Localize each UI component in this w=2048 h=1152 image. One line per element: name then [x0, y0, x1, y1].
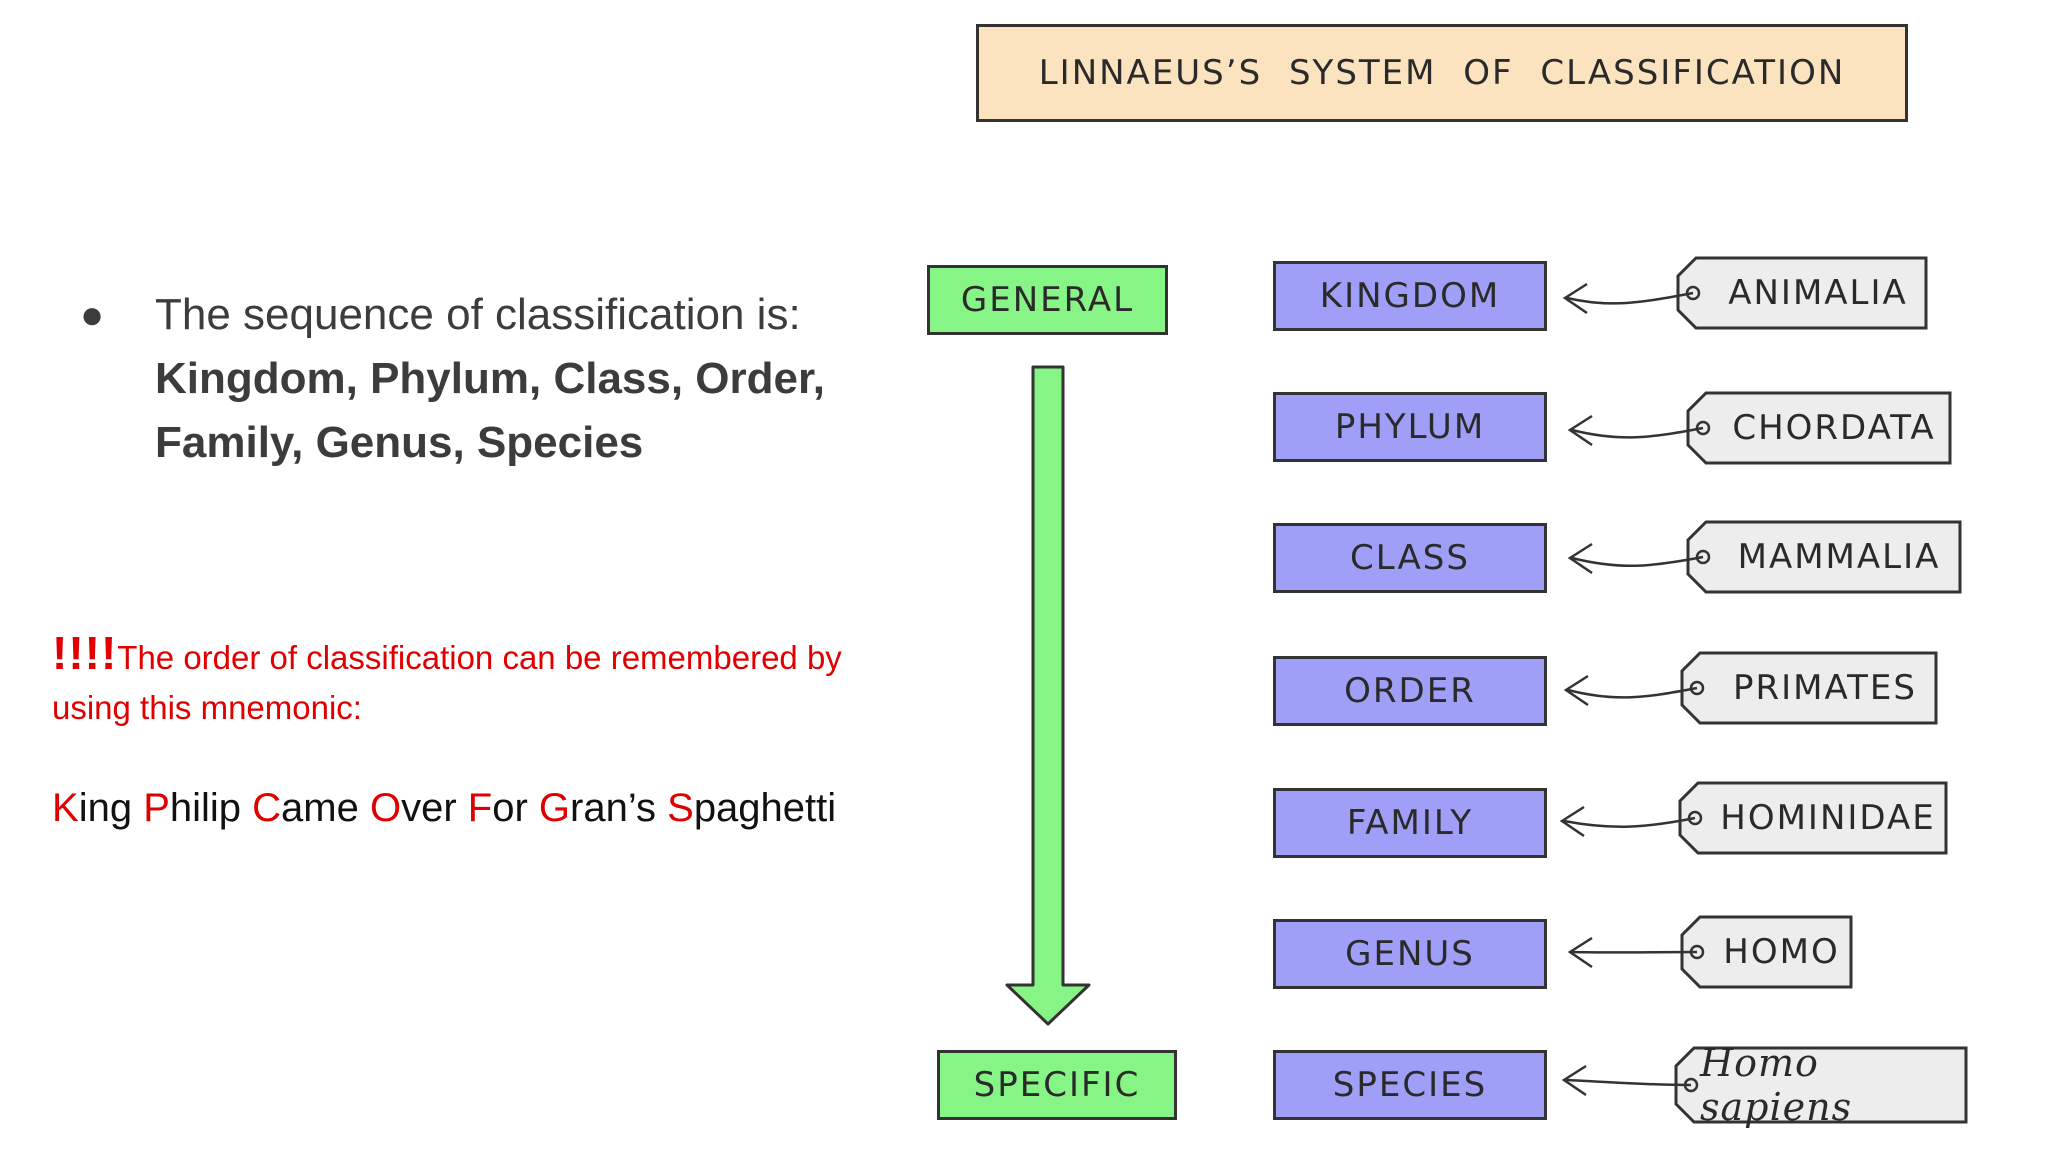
sequence-intro: The sequence of classification is:	[155, 290, 801, 339]
bullet-dot-icon: ●	[80, 293, 105, 337]
mnemonic-initial: C	[252, 786, 282, 830]
general-label: GENERAL	[927, 265, 1168, 335]
mnemonic-rest: hilip	[169, 786, 253, 830]
mnemonic-sentence: King Philip Came Over For Gran’s Spaghet…	[52, 782, 952, 834]
mnemonic-initial: K	[52, 786, 79, 830]
mnemonic-rest: ame	[281, 786, 370, 830]
tag-label-homo: HOMO	[1723, 932, 1840, 972]
tag-label-homo-sapiens: Homo sapiens	[1700, 1041, 1853, 1129]
rank-phylum: PHYLUM	[1273, 392, 1547, 462]
tag-label-hominidae: HOMINIDAE	[1720, 798, 1936, 838]
mnemonic-word: Gran’s	[539, 786, 667, 830]
specific-label: SPECIFIC	[937, 1050, 1177, 1120]
mnemonic-rest: ing	[78, 786, 144, 830]
tag-label-animalia: ANIMALIA	[1728, 273, 1908, 313]
tag-homo-sapiens	[1561, 1046, 1968, 1124]
mnemonic-word: Philip	[143, 786, 252, 830]
tag-homo	[1567, 915, 1853, 989]
tag-label-mammalia: MAMMALIA	[1737, 537, 1941, 577]
mnemonic-initial: F	[467, 786, 493, 830]
rank-genus: GENUS	[1273, 919, 1547, 989]
tag-mammalia	[1567, 520, 1962, 594]
mnemonic-word: For	[468, 786, 539, 830]
note-text: The order of classification can be remem…	[52, 639, 842, 726]
classification-sequence: ● The sequence of classification is: Kin…	[80, 283, 900, 475]
tag-hominidae	[1559, 781, 1948, 855]
mnemonic-initial: S	[667, 786, 694, 830]
rank-kingdom: KINGDOM	[1273, 261, 1547, 331]
mnemonic-rest: ran’s	[570, 786, 668, 830]
mnemonic-word: Spaghetti	[667, 786, 836, 830]
mnemonic-word: King	[52, 786, 143, 830]
mnemonic-initial: P	[143, 786, 170, 830]
general-to-specific-arrow	[1005, 365, 1091, 1026]
bullet-text: The sequence of classification is: Kingd…	[155, 283, 900, 475]
rank-order: ORDER	[1273, 656, 1547, 726]
rank-family: FAMILY	[1273, 788, 1547, 858]
exclamation-marks: !!!!	[52, 627, 118, 679]
mnemonic-rest: or	[492, 786, 539, 830]
mnemonic-word: Over	[370, 786, 468, 830]
tag-animalia	[1562, 256, 1928, 330]
tag-label-chordata: CHORDATA	[1732, 408, 1936, 448]
mnemonic-rest: paghetti	[693, 786, 837, 830]
mnemonic-rest: ver	[401, 786, 468, 830]
diagram-title: LINNAEUS’S SYSTEM OF CLASSIFICATION	[976, 24, 1908, 122]
mnemonic-initial: O	[369, 786, 402, 830]
sequence-line-1: Kingdom, Phylum, Class, Order,	[155, 354, 825, 403]
tag-chordata	[1567, 391, 1952, 465]
tag-primates	[1563, 651, 1938, 725]
rank-species: SPECIES	[1273, 1050, 1547, 1120]
mnemonic-note: !!!!The order of classification can be r…	[52, 628, 892, 733]
tag-label-primates: PRIMATES	[1733, 668, 1917, 708]
rank-class: CLASS	[1273, 523, 1547, 593]
sequence-line-2: Family, Genus, Species	[155, 418, 644, 467]
mnemonic-initial: G	[538, 786, 571, 830]
mnemonic-word: Came	[252, 786, 370, 830]
